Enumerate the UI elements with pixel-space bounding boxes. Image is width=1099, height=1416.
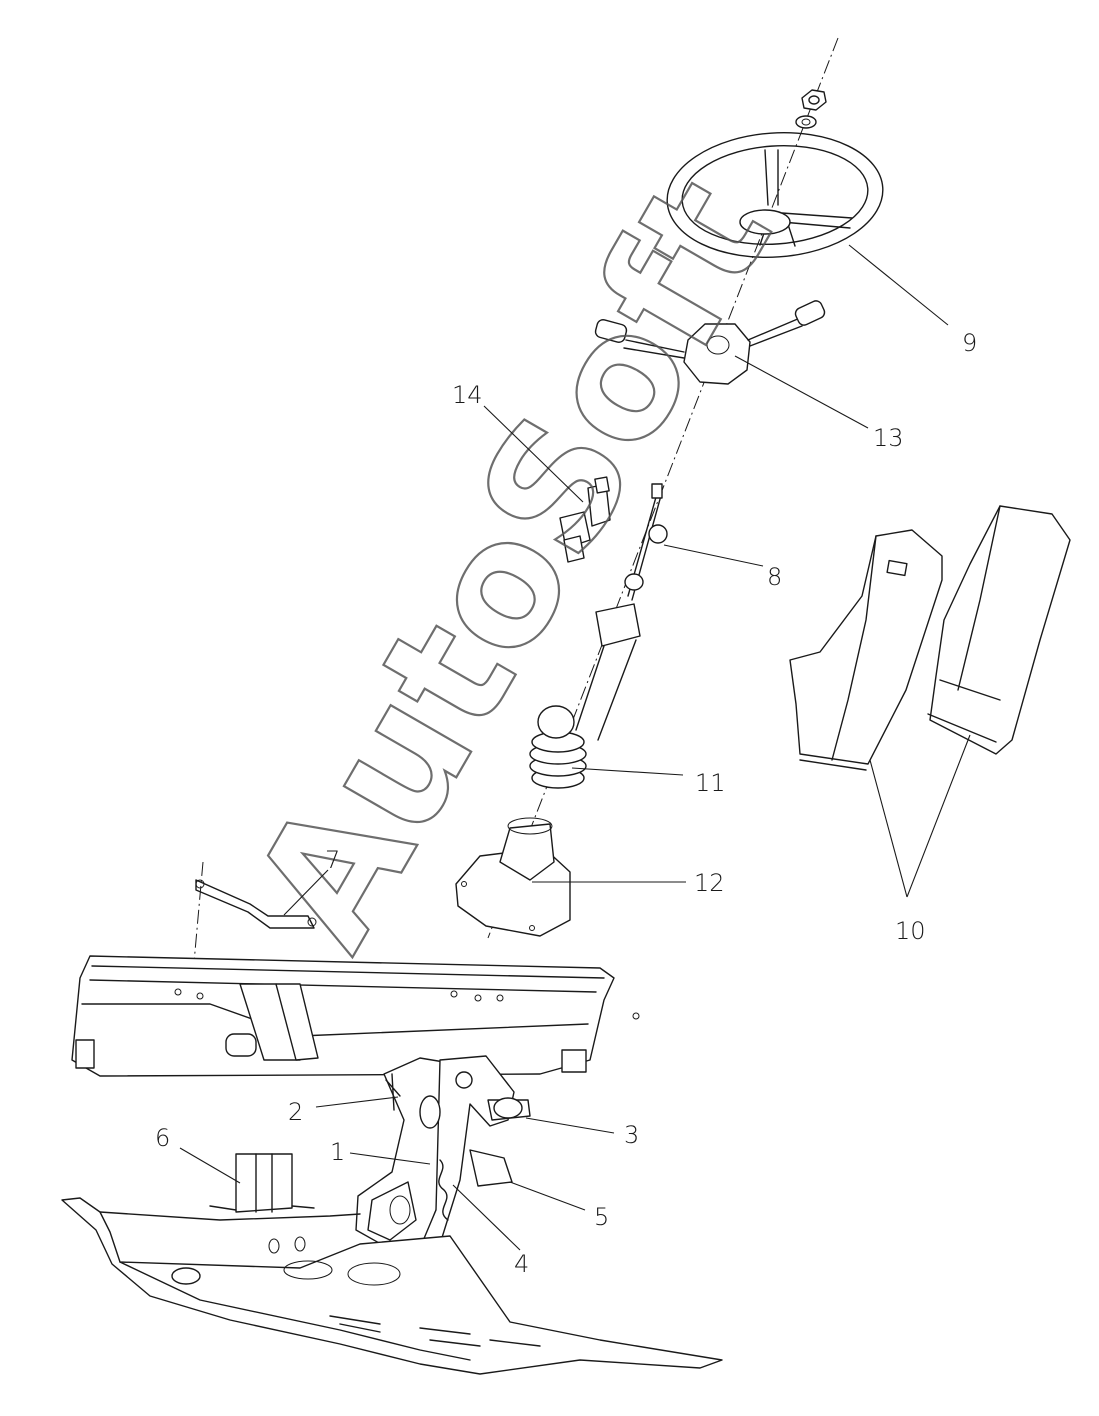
callout-9: 9 xyxy=(962,329,977,357)
ignition-switch xyxy=(559,476,611,563)
nut-and-washer xyxy=(795,89,827,129)
column-shroud xyxy=(789,505,1071,771)
steering-shaft xyxy=(575,483,668,741)
floor-plate xyxy=(61,1197,723,1375)
callout-14: 14 xyxy=(452,381,483,409)
callout-7: 7 xyxy=(325,846,340,874)
pedal-bracket xyxy=(355,1055,531,1249)
combination-switch xyxy=(594,300,826,385)
steering-axis xyxy=(187,37,839,1031)
callout-3: 3 xyxy=(624,1121,639,1149)
callout-11: 11 xyxy=(695,769,726,797)
callout-4: 4 xyxy=(514,1250,529,1278)
leader-lines xyxy=(179,244,971,1251)
callout-13: 13 xyxy=(873,424,904,452)
support-bracket xyxy=(209,1153,315,1213)
callout-8: 8 xyxy=(767,563,782,591)
steering-wheel xyxy=(666,131,884,259)
callout-12: 12 xyxy=(694,869,725,897)
rubber-seal xyxy=(529,705,587,789)
callout-2: 2 xyxy=(288,1098,303,1126)
callout-10: 10 xyxy=(895,917,926,945)
callout-labels: 9 13 14 8 11 12 10 7 2 3 1 6 5 4 xyxy=(155,329,977,1278)
callout-5: 5 xyxy=(594,1203,609,1231)
link-rod xyxy=(195,879,317,929)
callout-6: 6 xyxy=(155,1124,170,1152)
dust-boot xyxy=(455,817,571,937)
callout-1: 1 xyxy=(330,1138,345,1166)
cross-member xyxy=(71,955,640,1077)
